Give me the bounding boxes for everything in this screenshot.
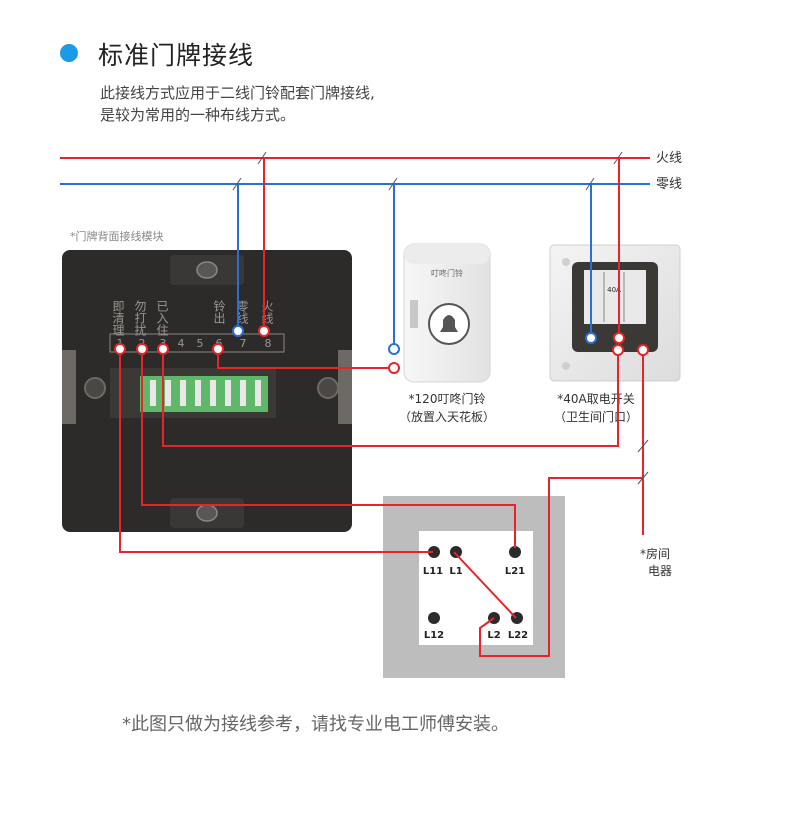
- back-module: [62, 250, 352, 532]
- module-caption: *门牌背面接线模块: [70, 229, 164, 243]
- terminal-l12: [428, 612, 440, 624]
- terminal-number-7: 7: [240, 337, 247, 350]
- doorbell-device: 叮咚门铃: [403, 243, 491, 383]
- live-line-label: 火线: [656, 151, 682, 166]
- neutral-connection-points: [232, 325, 597, 355]
- terminal-l1: [450, 546, 462, 558]
- neutral-wires: [237, 184, 592, 343]
- terminal-l11: [428, 546, 440, 558]
- label-l11: L11: [423, 566, 443, 577]
- terminal-number-8: 8: [265, 337, 272, 350]
- module-labels: 即清理 勿打扰 已入住 铃出 零线 火线: [111, 299, 274, 336]
- footer-note: *此图只做为接线参考，请找专业电工师傅安装。: [122, 714, 509, 735]
- bell-icon: [440, 315, 458, 332]
- power-switch-caption-2: （卫生间门口）: [554, 409, 638, 424]
- live-wires: [119, 158, 644, 657]
- label-l22: L22: [508, 630, 528, 641]
- description-line-2: 是较为常用的一种布线方式。: [100, 106, 296, 124]
- terminal-l21: [509, 546, 521, 558]
- doorbell-caption-1: *120叮咚门铃: [409, 391, 486, 406]
- module-label-occupied: 已入住: [155, 300, 169, 336]
- crossover-marks: [637, 439, 649, 485]
- module-label-live: 火线: [260, 300, 274, 324]
- description: 此接线方式应用于二线门铃配套门牌接线, 是较为常用的一种布线方式。: [100, 82, 375, 126]
- module-label-do-not-disturb: 勿打扰: [133, 300, 147, 336]
- switch-panel: L11 L1 L21 L12 L2 L22: [383, 496, 565, 678]
- title-bullet-icon: [60, 44, 78, 62]
- label-l2: L2: [487, 630, 500, 641]
- power-switch-label: 40A: [607, 286, 621, 294]
- module-label-do-clean: 即清理: [111, 300, 125, 336]
- label-l12: L12: [424, 630, 444, 641]
- power-switch-device: 40A: [549, 244, 681, 382]
- label-l21: L21: [505, 566, 525, 577]
- terminal-number-4: 4: [178, 337, 185, 350]
- page-title: 标准门牌接线: [98, 41, 255, 70]
- label-l1: L1: [449, 566, 462, 577]
- module-label-bell-out: 铃出: [212, 299, 226, 324]
- terminal-number-5: 5: [197, 337, 204, 350]
- live-connection-points: [114, 325, 649, 374]
- power-switch-caption-1: *40A取电开关: [557, 392, 634, 406]
- doorbell-caption-2: （放置入天花板）: [399, 409, 495, 424]
- neutral-line-label: 零线: [656, 177, 682, 192]
- appliance-label-1: *房间: [640, 546, 670, 561]
- doorbell-brand: 叮咚门铃: [431, 268, 463, 278]
- description-line-1: 此接线方式应用于二线门铃配套门牌接线,: [100, 84, 375, 102]
- appliance-label-2: 电器: [648, 564, 672, 578]
